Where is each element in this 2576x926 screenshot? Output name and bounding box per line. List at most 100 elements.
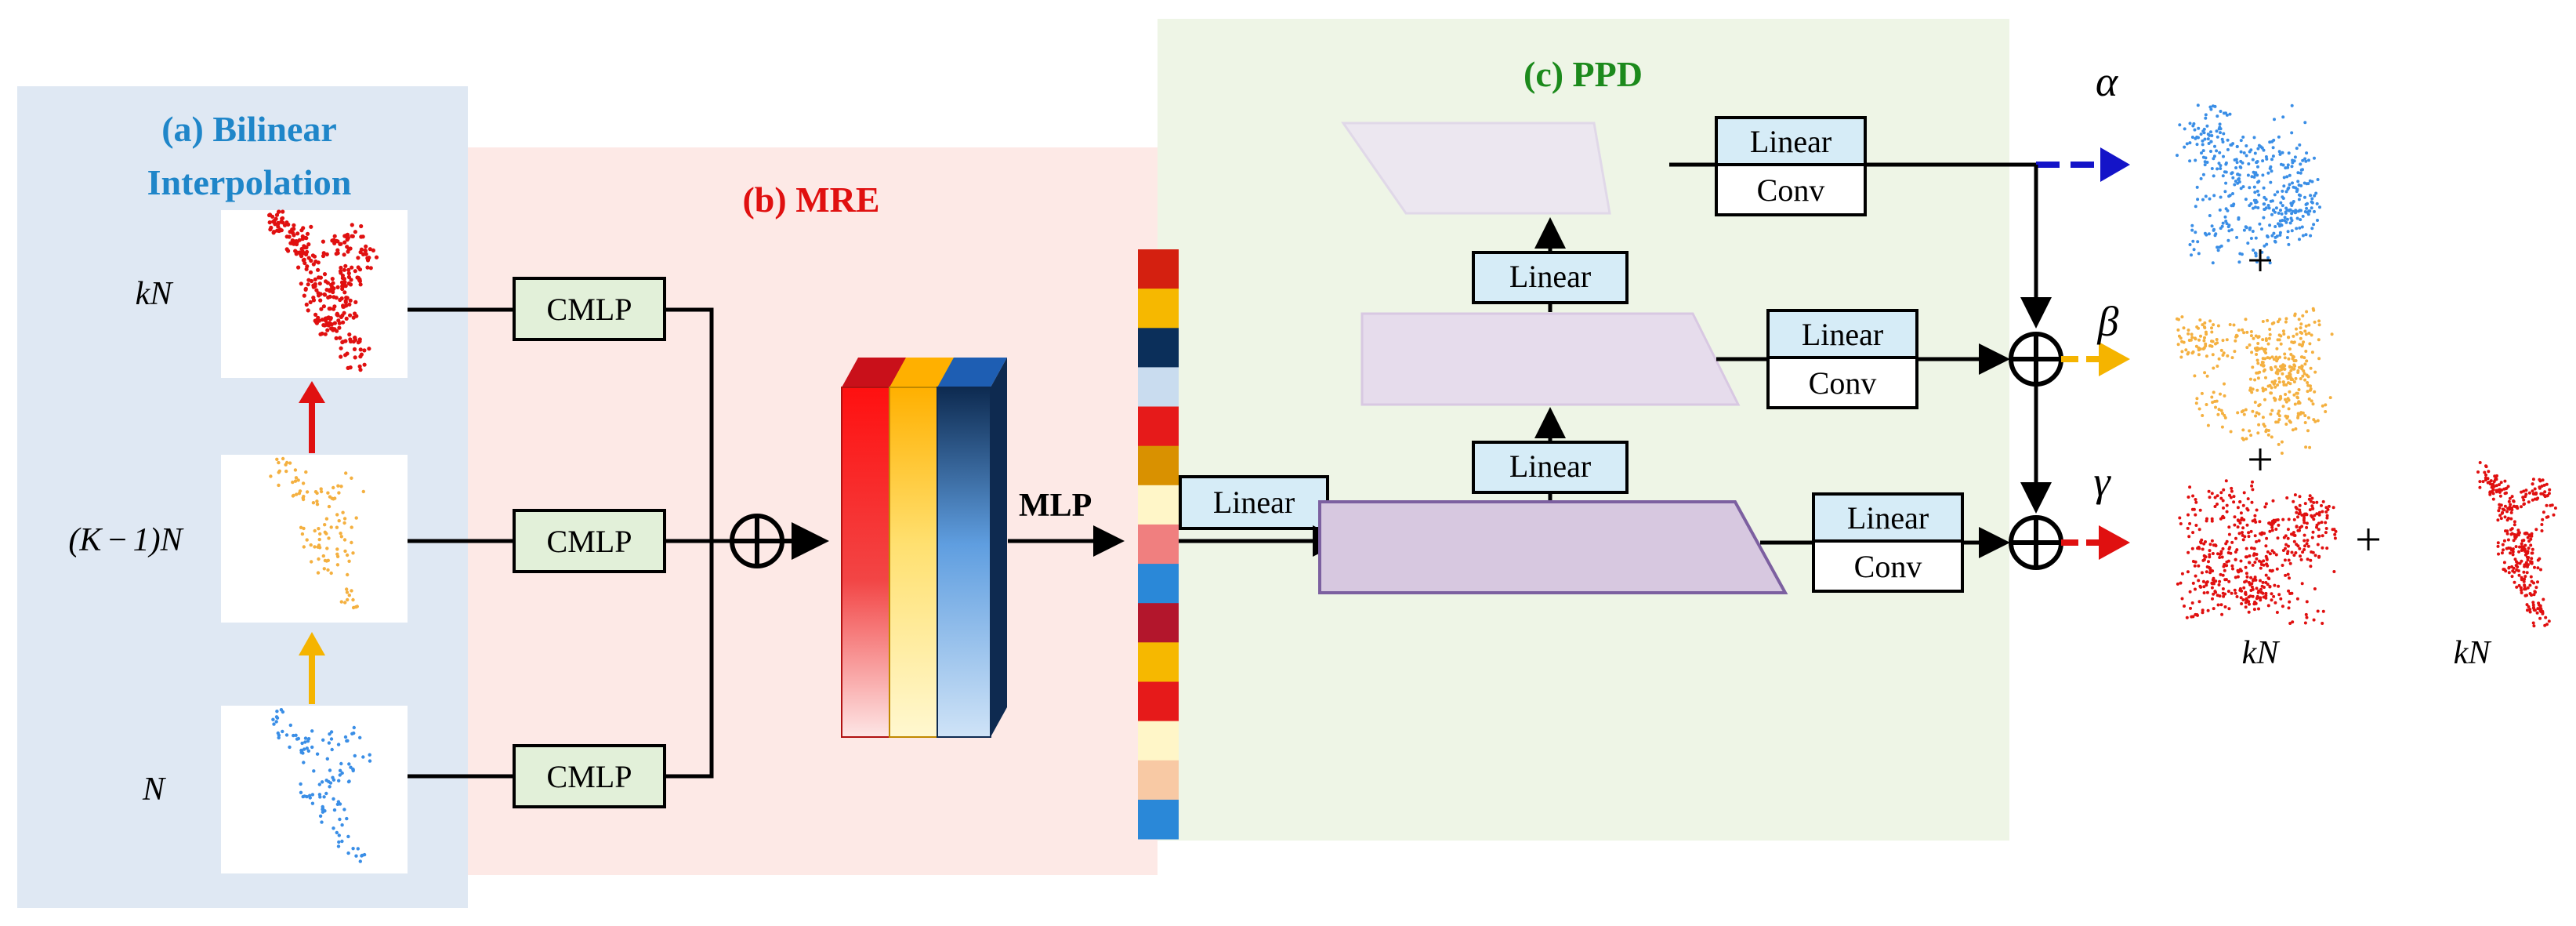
point — [2293, 211, 2297, 215]
point — [2197, 546, 2201, 549]
point — [2538, 486, 2542, 490]
point — [2509, 503, 2513, 507]
point — [2279, 334, 2283, 338]
feature-cell — [1138, 760, 1179, 801]
point — [2296, 515, 2299, 519]
point — [2254, 414, 2258, 418]
point — [2210, 395, 2214, 399]
point — [2244, 597, 2248, 601]
point — [2264, 339, 2268, 343]
point — [2204, 344, 2208, 348]
point — [347, 779, 351, 783]
point — [2284, 414, 2288, 418]
point — [2279, 397, 2283, 400]
point — [2303, 362, 2307, 366]
point — [2272, 138, 2276, 142]
point — [2288, 221, 2292, 225]
point — [2502, 548, 2505, 552]
point — [2528, 610, 2532, 614]
point — [2510, 575, 2514, 579]
point — [2298, 510, 2302, 514]
point — [357, 337, 362, 342]
point — [306, 242, 311, 247]
point — [2244, 605, 2248, 609]
point — [2315, 525, 2318, 529]
point — [2224, 181, 2228, 185]
point — [2286, 528, 2290, 532]
point — [2213, 496, 2217, 499]
point — [2234, 333, 2238, 337]
point — [2202, 542, 2206, 546]
point — [2299, 209, 2302, 212]
point — [2505, 510, 2509, 514]
point — [2188, 590, 2192, 594]
output-cloud-beta — [2176, 307, 2334, 455]
point — [296, 736, 301, 741]
point — [2230, 143, 2234, 147]
point — [2229, 496, 2233, 499]
point — [2304, 233, 2308, 237]
point — [2310, 201, 2314, 205]
point — [345, 590, 350, 594]
point — [2520, 588, 2523, 592]
point — [2288, 622, 2292, 625]
point — [2255, 586, 2259, 590]
point — [2191, 581, 2195, 585]
point — [2248, 554, 2252, 557]
point — [2263, 244, 2266, 248]
point — [2273, 398, 2277, 401]
point — [2201, 414, 2205, 417]
point — [2538, 616, 2542, 620]
point — [2310, 515, 2314, 519]
point — [335, 563, 340, 567]
point — [2270, 598, 2273, 602]
point — [2295, 187, 2299, 191]
point — [2253, 151, 2257, 155]
point — [299, 228, 304, 233]
point — [358, 354, 363, 359]
point — [2286, 163, 2290, 167]
point — [324, 288, 329, 292]
point — [328, 316, 333, 321]
point — [293, 468, 298, 472]
point — [269, 474, 273, 478]
point — [2244, 565, 2248, 569]
point — [2238, 252, 2242, 256]
point — [2247, 162, 2251, 165]
point — [2302, 533, 2306, 537]
point — [2191, 615, 2195, 619]
point — [2241, 409, 2245, 412]
point — [2273, 210, 2277, 214]
point — [2187, 332, 2190, 336]
point — [284, 234, 289, 239]
point — [344, 316, 349, 321]
linear-box-up-lower: Linear — [1472, 441, 1629, 494]
point — [2287, 517, 2291, 521]
point — [311, 298, 317, 303]
point — [2270, 519, 2274, 523]
point — [2316, 178, 2320, 181]
point — [2509, 510, 2513, 514]
point — [371, 248, 375, 252]
point — [2261, 387, 2265, 390]
point — [2190, 336, 2194, 340]
point — [2235, 235, 2239, 239]
point — [2256, 147, 2260, 151]
point — [2502, 561, 2506, 565]
point — [277, 228, 281, 234]
point — [353, 311, 357, 316]
point — [2211, 104, 2215, 108]
point — [2506, 507, 2510, 510]
point — [2202, 585, 2206, 589]
point — [2257, 607, 2260, 611]
point — [337, 840, 341, 844]
point — [305, 538, 309, 542]
point — [2185, 142, 2189, 146]
point — [2331, 528, 2335, 532]
point — [2277, 523, 2281, 527]
point — [341, 510, 345, 514]
point — [2194, 524, 2198, 527]
point — [2302, 340, 2306, 344]
point — [2310, 496, 2314, 500]
point — [2279, 597, 2283, 601]
